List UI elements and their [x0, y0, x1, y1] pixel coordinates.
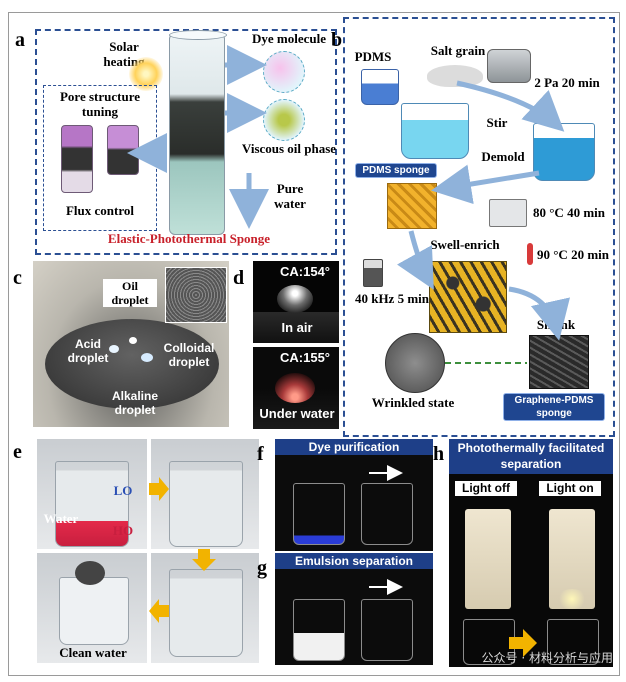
light-glow — [557, 589, 587, 609]
sponge-column-top-ring — [169, 30, 227, 40]
panel-e-step1: LO Water HO — [37, 439, 147, 549]
droplet-3 — [129, 337, 137, 344]
sponge-title: Elastic-Photothermal Sponge — [107, 231, 271, 246]
vial-icon — [363, 259, 383, 287]
oil-droplet-label: Oil droplet — [103, 279, 157, 307]
dye-molecule-label: Dye molecule — [251, 31, 326, 46]
water-droplet — [275, 373, 315, 403]
acid-droplet-label: Acid droplet — [67, 337, 109, 365]
panel-d-in-air: CA:154° In air — [253, 261, 339, 343]
light-on-label: Light on — [539, 481, 601, 496]
arrow-demold — [431, 164, 540, 205]
pure-water-label: Pure water — [274, 181, 306, 211]
beaker-pdms-icon — [361, 69, 399, 105]
centrifuge-icon — [487, 49, 531, 83]
alkaline-droplet-label: Alkaline droplet — [111, 389, 159, 417]
graphene-pdms-box: Graphene-PDMS sponge — [503, 393, 605, 421]
flux-control-label: Flux control — [65, 203, 134, 218]
photothermal-title: Photothermally facilitated separation — [449, 439, 613, 474]
viscous-oil-label: Viscous oil phase — [241, 141, 337, 156]
panel-d-under-water: CA:155° Under water — [253, 347, 339, 429]
beaker-mix-icon — [401, 103, 469, 159]
swell-enrich-label: Swell-enrich — [430, 237, 500, 252]
salt-grain-label: Salt grain — [430, 43, 486, 58]
panel-e-step4: Clean water — [37, 553, 147, 663]
arrow-shrink — [508, 286, 570, 341]
beaker-e4 — [59, 577, 129, 645]
panel-h-letter: h — [433, 443, 445, 465]
droplet-1 — [109, 345, 119, 353]
pdms-sponge-cube — [387, 183, 437, 229]
ho-label: HO — [112, 523, 134, 538]
watermark: 公众号 · 材料分析与应用 — [481, 651, 613, 665]
emulsion-separation-title: Emulsion separation — [275, 553, 433, 569]
wrinkled-label: Wrinkled state — [371, 395, 455, 410]
tube-small-left — [61, 125, 93, 193]
beaker-e2 — [169, 461, 243, 547]
beaker-f-right — [361, 483, 413, 545]
beaker-g-right — [361, 599, 413, 661]
dye-purification-title: Dye purification — [275, 439, 433, 455]
beaker-salt-icon — [533, 123, 595, 181]
in-air-label: In air — [281, 320, 313, 335]
panel-a-letter: a — [15, 29, 25, 51]
stir-label: Stir — [486, 115, 508, 130]
salt-pile-icon — [427, 65, 483, 87]
thermometer-icon — [527, 243, 533, 265]
oil-droplet-inset — [165, 267, 227, 323]
dye-molecule-icon — [263, 51, 305, 93]
pdms-label: PDMS — [354, 49, 392, 64]
air-droplet — [277, 285, 313, 313]
sponge-disc — [45, 319, 219, 409]
beaker-h-right — [547, 619, 599, 665]
panel-g-letter: g — [257, 557, 267, 579]
panel-c-photo: Oil droplet Acid droplet Colloidal dropl… — [33, 261, 229, 427]
cure-label: 80 °C 40 min — [532, 205, 605, 220]
panel-b-letter: b — [331, 29, 343, 51]
arrows-overlay — [127, 45, 570, 657]
under-water-label: Under water — [259, 406, 335, 421]
demold-label: Demold — [481, 149, 525, 164]
sponge-ball — [75, 561, 105, 585]
panel-h-photo: Photothermally facilitated separation Li… — [449, 439, 613, 667]
oven-icon — [489, 199, 527, 227]
panel-c-letter: c — [13, 267, 22, 289]
sonic-label: 40 kHz 5 min — [354, 291, 430, 306]
water-label: Water — [43, 511, 79, 526]
pore-structure-label: Pore structure tuning — [59, 89, 141, 119]
ca-water-label: CA:155° — [280, 350, 330, 365]
arrow-stir — [456, 80, 565, 132]
panel-f-photo: Dye purification — [275, 439, 433, 551]
lo-label: LO — [113, 483, 133, 498]
beaker-g-left — [293, 599, 345, 661]
panel-d-letter: d — [233, 267, 245, 289]
panel-f-letter: f — [257, 443, 264, 465]
panel-e-step2 — [151, 439, 259, 549]
panel-g-photo: Emulsion separation — [275, 553, 433, 665]
clean-water-label: Clean water — [59, 645, 127, 660]
wrinkled-sem-image — [385, 333, 445, 393]
beaker-f-left — [293, 483, 345, 545]
arrow-swell — [396, 230, 434, 290]
arrow-e-left — [149, 599, 169, 623]
light-off-label: Light off — [455, 481, 517, 496]
temp90-label: 90 °C 20 min — [536, 247, 609, 262]
panel-b-frame — [343, 17, 615, 437]
ca-air-label: CA:154° — [280, 264, 330, 279]
panel-e-letter: e — [13, 441, 22, 463]
arrow-h — [509, 629, 537, 657]
arrow-e-down — [192, 549, 216, 571]
figure-frame: a Solar heating Dye molecule Viscous oil… — [8, 12, 620, 676]
swollen-sponge-cube — [429, 261, 507, 333]
arrow-e-right — [149, 477, 169, 501]
droplet-2 — [141, 353, 153, 362]
beaker-e1 — [55, 461, 129, 547]
apparatus-left — [465, 509, 511, 609]
pressure-label: 2 Pa 20 min — [534, 75, 600, 90]
beaker-e3 — [169, 569, 243, 657]
colloidal-droplet-label: Colloidal droplet — [163, 341, 215, 369]
